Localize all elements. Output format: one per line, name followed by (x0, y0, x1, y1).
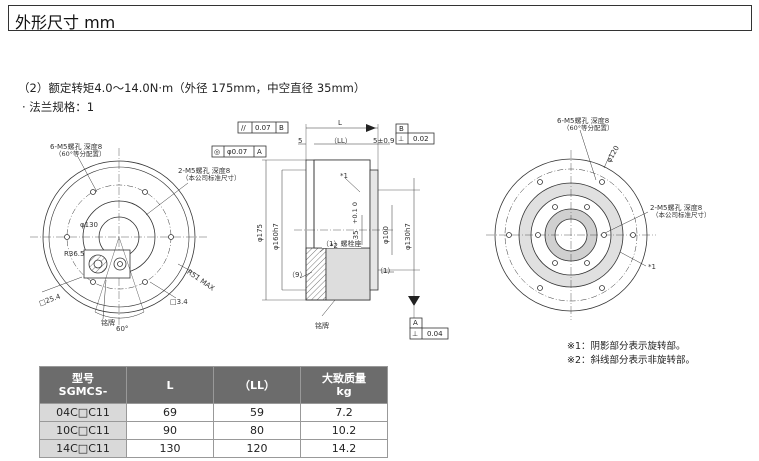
table-cell: 80 (213, 421, 301, 440)
table-cell: 14C□C11 (39, 439, 127, 458)
table-cell: 10C□C11 (39, 421, 127, 440)
side-dim-L: L (338, 119, 342, 127)
side-dia-130h7: φ130h7 (404, 223, 412, 250)
front-angle-60: 60° (116, 325, 129, 333)
table-cell: 120 (213, 439, 301, 458)
tol-perp-top-value: 0.02 (413, 135, 429, 143)
section-header: 外形尺寸 mm (8, 5, 752, 32)
tol-perp-bottom-symbol: ⊥ (412, 330, 419, 338)
table-cell: 69 (126, 403, 214, 422)
tol-concentric-datum: A (257, 148, 262, 156)
col-LL: （LL） (213, 366, 301, 404)
side-dim-5: 5 (298, 137, 303, 145)
side-dim-LL: （LL） (330, 137, 352, 145)
note-rotating: ※1：阴影部分表示旋转部。 (567, 341, 686, 352)
side-callout-bolt-seat: （1）螺栓座 (322, 240, 362, 248)
side-nameplate: 铭牌 (315, 322, 329, 330)
front-hole-callout-note: （60°等分配置） (55, 150, 106, 158)
side-dim-5-0-9: 5±0.9 (373, 137, 395, 145)
side-mark-1: *1 (340, 172, 348, 180)
front-hole2-callout-note: （本公司标准尺寸） (182, 174, 241, 182)
tol-parallel-symbol: // (241, 124, 246, 132)
table-cell: 10.2 (300, 421, 388, 440)
front-hole-callout: 6-M5螺孔 深度8 (50, 143, 103, 151)
rear-hole2-callout-note: （本公司标准尺寸） (652, 211, 711, 219)
flange-spec: · 法兰规格：1 (22, 100, 95, 114)
rear-hole-callout-note: （60°等分配置） (563, 124, 614, 132)
front-r36-5: R36.5 (64, 250, 85, 258)
table-cell: 59 (213, 403, 301, 422)
side-callout-1: （1） (376, 267, 395, 275)
side-callout-9: （9） (288, 271, 307, 279)
front-view (30, 148, 208, 326)
table-cell: 04C□C11 (39, 403, 127, 422)
side-mark-2: *2 (330, 242, 338, 250)
side-dia-35-tol: +0.1 0 (351, 202, 359, 224)
tol-perp-top-datum: B (399, 125, 404, 133)
tol-parallel-datum: B (279, 124, 284, 132)
spec-subtitle: （2）额定转矩4.0～14.0N·m（外径 175mm，中空直径 35mm） (18, 81, 366, 95)
section-title: 外形尺寸 mm (15, 13, 116, 32)
table-cell: 7.2 (300, 403, 388, 422)
col-L: L (126, 366, 214, 404)
tol-concentric-symbol: ◎ (214, 148, 221, 156)
rear-hole2-callout: 2-M5螺孔 深度8 (650, 204, 703, 212)
tol-perp-bottom-value: 0.04 (427, 330, 443, 338)
front-sq-3-4: □3.4 (170, 298, 188, 306)
tol-perp-top-symbol: ⊥ (398, 135, 405, 143)
table-cell: 14.2 (300, 439, 388, 458)
front-dia-130: φ130 (80, 221, 98, 229)
front-hole2-callout: 2-M5螺孔 深度8 (178, 167, 231, 175)
front-nameplate: 铭牌 (101, 319, 115, 327)
side-dia-100: φ100 (382, 226, 390, 244)
side-view (211, 121, 449, 340)
tol-perp-bottom-datum: A (413, 319, 418, 327)
note-non-rotating: ※2：斜线部分表示非旋转部。 (567, 355, 696, 366)
table-cell: 130 (126, 439, 214, 458)
side-dia-175: φ175 (256, 224, 264, 242)
rear-view (486, 129, 656, 320)
rear-hole-callout: 6-M5螺孔 深度8 (557, 117, 610, 125)
tol-parallel-value: 0.07 (255, 124, 271, 132)
side-dia-160h7: φ160h7 (272, 223, 280, 250)
rear-mark-1: *1 (648, 263, 656, 271)
tol-concentric-value: φ0.07 (227, 148, 248, 156)
table-cell: 90 (126, 421, 214, 440)
